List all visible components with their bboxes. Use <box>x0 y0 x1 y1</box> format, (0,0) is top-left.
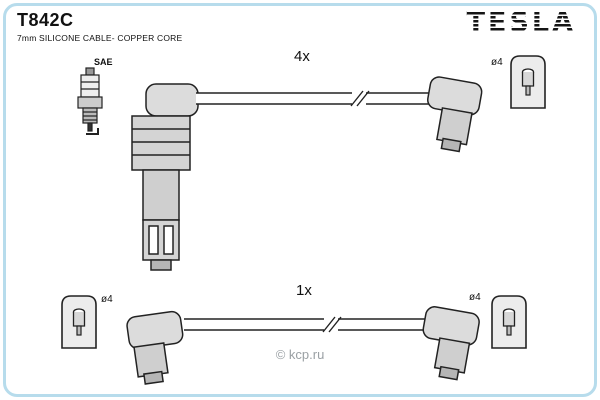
top-right-diameter-label: ø4 <box>491 57 503 68</box>
spark-plug-icon <box>77 67 103 135</box>
tesla-logo-stripes <box>466 8 576 37</box>
watermark: © kcp.ru <box>275 347 325 362</box>
sae-label: SAE <box>94 57 113 67</box>
bottom-right-diameter-label: ø4 <box>469 292 481 303</box>
terminal-cup-icon-top-right <box>510 55 546 109</box>
terminal-cup-icon-bottom-left <box>61 295 97 349</box>
cable-spec-subtitle: 7mm SILICONE CABLE- COPPER CORE <box>17 33 183 43</box>
part-number: T842C <box>17 10 74 30</box>
top-right-plug-boot <box>427 76 483 153</box>
top-quantity-label: 4x <box>294 48 310 65</box>
tesla-logo: TESLA <box>466 8 576 37</box>
top-cable <box>196 89 436 108</box>
bottom-cable <box>184 315 430 334</box>
bottom-left-plug-boot <box>126 310 184 385</box>
coil-boot-connector <box>131 83 199 271</box>
bottom-quantity-label: 1x <box>296 282 312 299</box>
bottom-left-diameter-label: ø4 <box>101 294 113 305</box>
terminal-cup-icon-bottom-right <box>491 295 527 349</box>
bottom-right-plug-boot <box>422 306 480 381</box>
